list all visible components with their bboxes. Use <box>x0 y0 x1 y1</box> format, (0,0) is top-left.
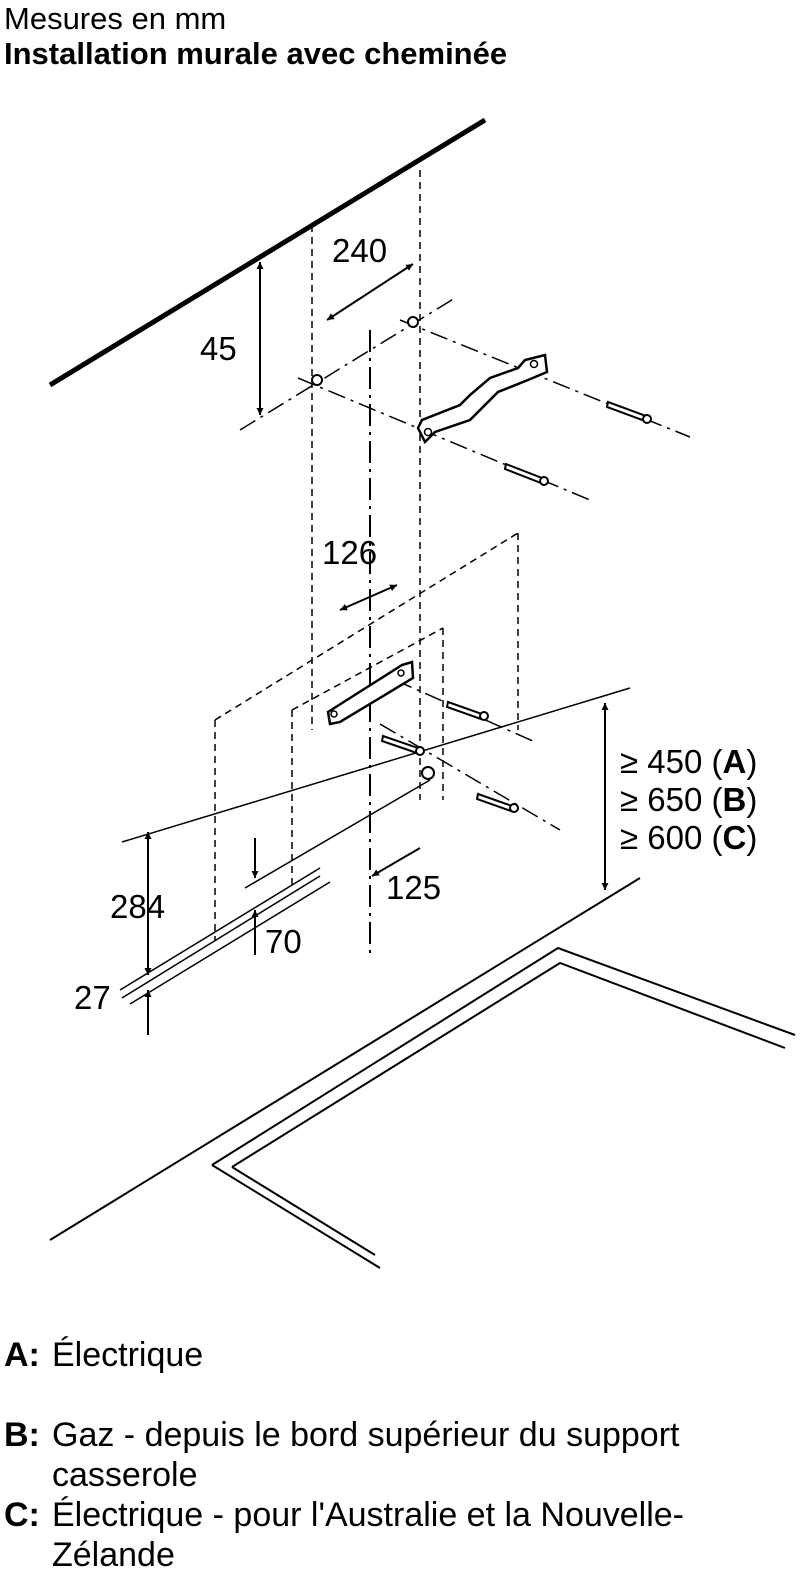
cooktop <box>49 877 796 1269</box>
dashed-reference-lines <box>214 170 519 940</box>
mounting-hole-3 <box>421 766 435 780</box>
dimension-284: 284 <box>110 888 165 925</box>
dimension-27: 27 <box>74 979 111 1016</box>
legend-item-b: B: Gaz - depuis le bord supérieur du supp… <box>4 1415 794 1495</box>
bracket-hole-icon <box>423 427 433 437</box>
dimension-45: 45 <box>200 330 237 367</box>
screw-icon <box>605 400 648 423</box>
dimension-lines <box>144 262 609 1035</box>
legend-text: Électrique - pour l'Australie et la Nouv… <box>52 1496 685 1574</box>
diagram-title: Installation murale avec cheminée <box>4 36 508 71</box>
upper-wall-bracket <box>416 353 549 445</box>
screw-icon <box>445 700 484 721</box>
screws <box>380 400 652 813</box>
clearance-b: ≥ 650 (B) <box>620 781 757 818</box>
legend-key: A: <box>4 1336 40 1374</box>
dimension-126: 126 <box>322 534 377 571</box>
dimension-70: 70 <box>265 923 302 960</box>
measurement-unit-note: Mesures en mm <box>4 1 227 36</box>
ceiling-line <box>48 117 487 388</box>
clearance-c: ≥ 600 (C) <box>620 819 757 856</box>
bracket-hole-icon <box>529 359 539 369</box>
dimension-240: 240 <box>332 232 387 269</box>
mounting-hole-2 <box>311 374 323 386</box>
bracket-hole-icon <box>397 669 405 677</box>
screw-icon <box>503 462 544 485</box>
installation-diagram: 240 45 126 284 70 27 125 ≥ 450 (A) ≥ 650… <box>48 117 796 1269</box>
dimension-125: 125 <box>386 869 441 906</box>
hood-outline <box>119 687 631 1005</box>
legend-item-a: A: Électrique <box>4 1335 794 1375</box>
lower-wall-bracket <box>326 660 415 726</box>
legend-item-c: C: Électrique - pour l'Australie et la No… <box>4 1495 794 1575</box>
screw-icon <box>475 792 514 813</box>
screw-icon <box>380 734 420 755</box>
clearance-a: ≥ 450 (A) <box>620 743 757 780</box>
legend-text: Gaz - depuis le bord supérieur du suppor… <box>52 1416 680 1494</box>
legend-key: C: <box>4 1496 40 1534</box>
bracket-hole-icon <box>330 710 338 718</box>
legend-key: B: <box>4 1416 40 1454</box>
legend-text: Électrique <box>52 1336 204 1374</box>
mounting-hole-1 <box>407 316 419 328</box>
